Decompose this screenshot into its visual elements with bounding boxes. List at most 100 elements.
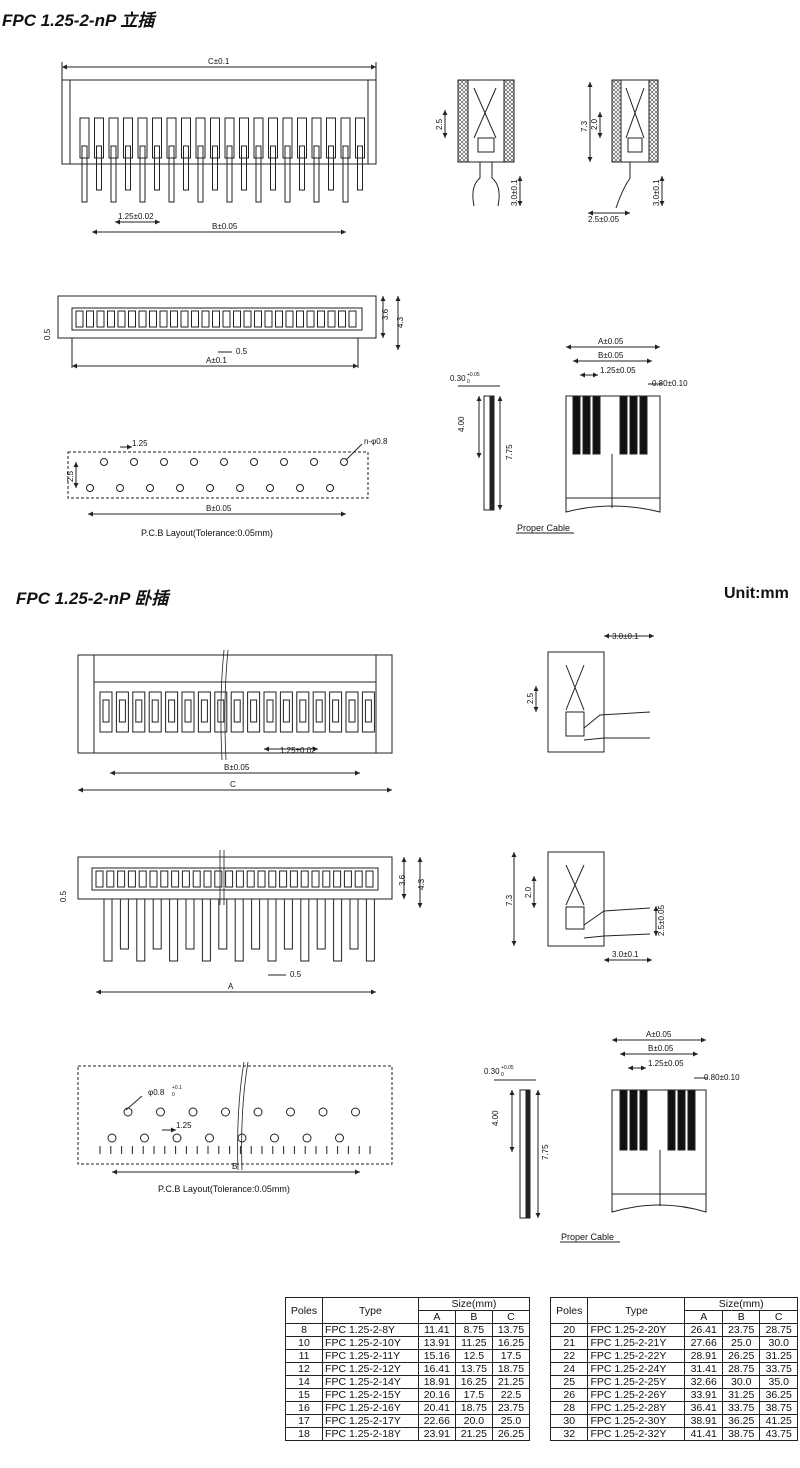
pcb-hole (335, 1133, 344, 1143)
cell-type: FPC 1.25-2-25Y (587, 1375, 686, 1389)
cell-b: 11.25 (454, 1336, 493, 1350)
connector-pin (282, 699, 290, 723)
cable-conductor (629, 395, 638, 455)
connector-slot (79, 117, 90, 159)
dim-7-3-h: 7.3 (505, 894, 514, 906)
cell-b: 26.25 (721, 1349, 761, 1363)
dim-b-tol-cable: B±0.05 (598, 351, 624, 360)
connector-slot (181, 117, 191, 159)
title-horizontal: FPC 1.25-2-nP 卧插 (16, 589, 169, 608)
dim-3-0-h: 3.0±0.1 (612, 632, 639, 641)
cell-type: FPC 1.25-2-28Y (587, 1401, 686, 1415)
connector-leg (185, 898, 195, 950)
dim-7-75-h: 7.75 (541, 1144, 550, 1160)
cable-conductor (592, 395, 601, 455)
cell-b: 13.75 (454, 1362, 493, 1376)
connector-pin (168, 699, 176, 723)
dim-a-tol-cable-h: A±0.05 (646, 1030, 672, 1039)
cell-a: 11.41 (417, 1323, 456, 1337)
contact (235, 870, 244, 888)
connector-slot (99, 691, 113, 733)
pcb-hole (318, 1107, 328, 1117)
cable-conductor (619, 1089, 628, 1151)
cell-c: 16.25 (491, 1336, 531, 1350)
pcb-hole (188, 1107, 198, 1117)
cell-b: 31.25 (721, 1388, 761, 1402)
dim-2-0-h: 2.0 (524, 886, 533, 898)
connector-slot (123, 117, 133, 159)
th-c: C (491, 1310, 531, 1324)
connector-pin (250, 699, 258, 723)
connector-pin (328, 145, 334, 191)
contact (254, 310, 262, 328)
contact (300, 870, 309, 888)
pcb-hole (310, 458, 318, 466)
cell-type: FPC 1.25-2-18Y (322, 1427, 419, 1441)
connector-slot (312, 691, 326, 733)
cell-c: 23.75 (491, 1401, 531, 1415)
connector-leg (283, 898, 293, 950)
caption-pcb-1: P.C.B Layout(Tolerance:0.05mm) (141, 528, 273, 538)
cell-a: 20.16 (417, 1388, 456, 1402)
cell-b: 21.25 (454, 1427, 493, 1441)
pcb-hole (340, 458, 348, 466)
cell-a: 33.91 (684, 1388, 723, 1402)
dim-2-5-h: 2.5 (526, 692, 535, 704)
contact (86, 310, 94, 328)
connector-leg (234, 898, 244, 962)
horizontal-side-view-1: 3.0±0.1 2.5 (526, 632, 654, 753)
dim-2-5-side: 2.5 (435, 118, 444, 130)
cable-conductor (572, 395, 581, 455)
connector-pin (241, 145, 247, 191)
cable-conductor (677, 1089, 686, 1151)
dim-0-30-sub-h: 0 (501, 1072, 504, 1078)
th-c-r: C (759, 1310, 798, 1324)
connector-leg (218, 898, 228, 950)
connector-slot (297, 117, 307, 159)
dim-0-30-sub: 0 (467, 379, 470, 385)
connector-slot (247, 691, 261, 733)
th-size: Size(mm) (417, 1297, 531, 1311)
connector-pin (135, 699, 143, 723)
cable-conductor (639, 1089, 648, 1151)
connector-slot (326, 117, 336, 159)
th-b: B (454, 1310, 493, 1324)
cell-poles: 20 (549, 1323, 589, 1337)
cell-type: FPC 1.25-2-17Y (322, 1414, 419, 1428)
connector-pin (118, 699, 126, 723)
contact (233, 310, 241, 328)
contact (159, 310, 168, 328)
cell-poles: 12 (284, 1362, 324, 1376)
connector-pin (266, 699, 274, 723)
pcb-hole (172, 1133, 182, 1143)
pcb-hole (237, 1133, 247, 1143)
cell-poles: 26 (549, 1388, 589, 1402)
dim-a-plain: A (228, 982, 234, 991)
connector-slot (361, 691, 375, 733)
contact (348, 310, 357, 328)
cell-b: 38.75 (721, 1427, 761, 1441)
title-vertical: FPC 1.25-2-nP 立插 (2, 11, 155, 30)
cell-type: FPC 1.25-2-32Y (587, 1427, 686, 1441)
contact (149, 310, 157, 328)
contact (138, 310, 147, 328)
contact (327, 310, 336, 328)
cable-conductor (639, 395, 648, 455)
dim-7-75: 7.75 (505, 444, 514, 460)
connector-pin (255, 145, 262, 203)
contact (289, 870, 298, 888)
cell-poles: 14 (284, 1375, 324, 1389)
connector-leg (300, 898, 310, 962)
vertical-front-view: C±0.1 1.25±0.02 B±0.05 (61, 57, 377, 235)
contact (128, 310, 136, 328)
cable-conductor (582, 395, 591, 455)
dim-b-tol-pcb: B±0.05 (206, 504, 232, 513)
dim-c-tol: C±0.1 (208, 57, 230, 66)
cell-c: 21.25 (491, 1375, 531, 1389)
cell-poles: 24 (549, 1362, 589, 1376)
cell-c: 43.75 (759, 1427, 798, 1441)
th-size-r: Size(mm) (684, 1297, 798, 1311)
dim-0-5: 0.5 (236, 347, 248, 356)
